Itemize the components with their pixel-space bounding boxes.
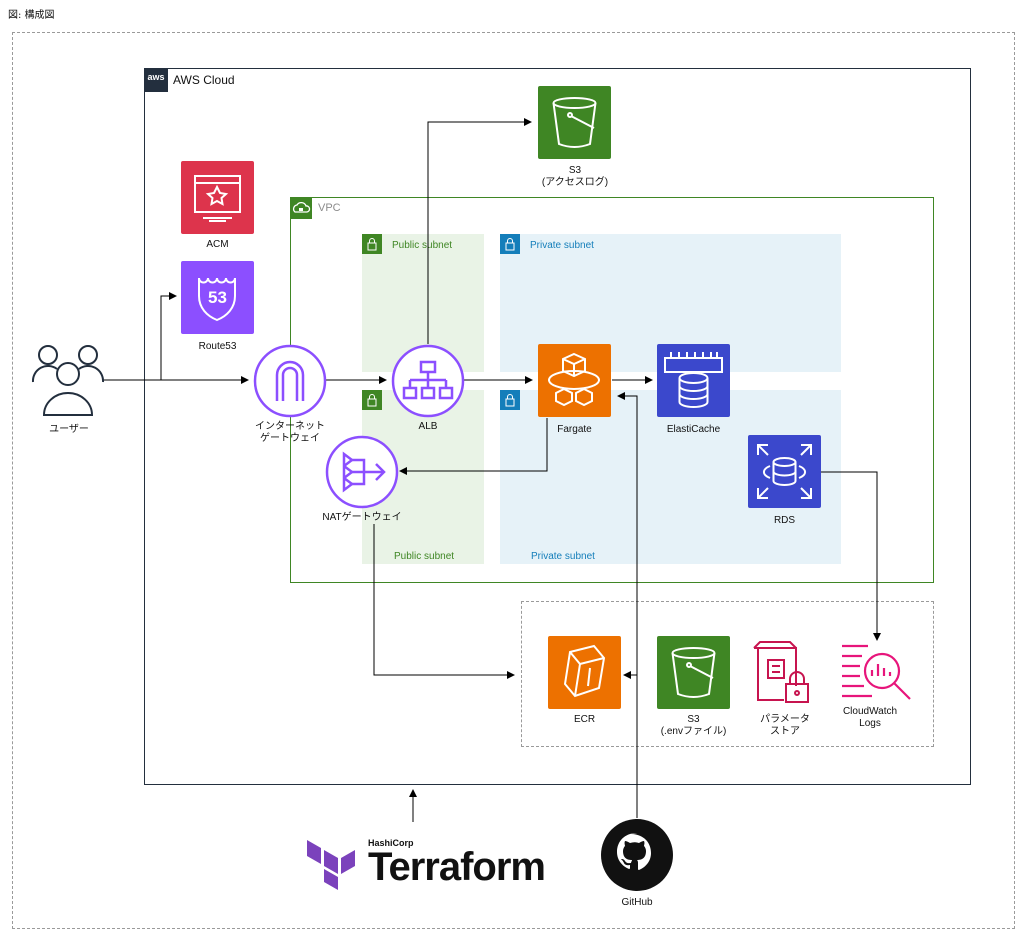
parameter-store-icon bbox=[748, 634, 824, 715]
rds-label: RDS bbox=[773, 515, 796, 526]
lock-icon bbox=[500, 234, 520, 254]
private-subnet-top-label: Private subnet bbox=[530, 240, 594, 251]
nat-gateway-icon bbox=[324, 434, 400, 515]
certificate-icon bbox=[181, 161, 254, 234]
s3-env-label: S3 (.envファイル) bbox=[660, 714, 727, 737]
cloudwatch-logs-label: CloudWatch Logs bbox=[842, 706, 898, 729]
load-balancer-icon bbox=[390, 343, 466, 424]
vpc-cloud-icon bbox=[290, 197, 312, 219]
route53-badge: 53 bbox=[208, 288, 227, 307]
public-subnet-top-label: Public subnet bbox=[392, 240, 453, 251]
elasticache-icon bbox=[657, 344, 730, 417]
lock-icon bbox=[362, 234, 382, 254]
ecr-label: ECR bbox=[573, 714, 596, 725]
lock-icon bbox=[500, 390, 520, 410]
fargate-icon bbox=[538, 344, 611, 417]
managed-services-group bbox=[521, 601, 934, 747]
rds-icon bbox=[748, 435, 821, 508]
terraform-logo-icon bbox=[307, 840, 355, 895]
terraform-name-label: Terraform bbox=[368, 845, 546, 889]
fargate-label: Fargate bbox=[557, 424, 592, 435]
outer-frame bbox=[12, 32, 1015, 929]
aws-logo-icon: aws bbox=[144, 68, 168, 92]
private-subnet-bottom-label: Private subnet bbox=[531, 551, 595, 562]
lock-icon bbox=[362, 390, 382, 410]
alb-label: ALB bbox=[418, 421, 438, 432]
internet-gateway-icon bbox=[252, 343, 328, 424]
container-registry-icon bbox=[548, 636, 621, 709]
bucket-icon bbox=[657, 636, 730, 709]
acm-label: ACM bbox=[206, 239, 229, 250]
s3-logs-label: S3 (アクセスログ) bbox=[541, 165, 609, 188]
parameter-store-label: パラメータ ストア bbox=[760, 714, 810, 737]
aws-cloud-group bbox=[144, 68, 971, 785]
route53-label: Route53 bbox=[198, 341, 237, 352]
user-label: ユーザー bbox=[49, 424, 89, 435]
users-icon bbox=[30, 340, 106, 425]
aws-cloud-label: AWS Cloud bbox=[173, 73, 235, 87]
cloudwatch-logs-icon bbox=[838, 636, 918, 711]
figure-caption: 図: 構成図 bbox=[8, 10, 55, 21]
elasticache-label: ElastiCache bbox=[666, 424, 721, 435]
github-octocat-icon bbox=[600, 818, 674, 897]
public-subnet-bottom-label: Public subnet bbox=[394, 551, 455, 562]
internet-gateway-label: インターネット ゲートウェイ bbox=[255, 421, 325, 444]
nat-gateway-label: NATゲートウェイ bbox=[322, 512, 402, 523]
vpc-label: VPC bbox=[318, 202, 341, 214]
terraform-vendor-label: HashiCorp bbox=[368, 838, 414, 848]
bucket-icon bbox=[538, 86, 611, 159]
github-label: GitHub bbox=[621, 897, 653, 908]
route53-shield-icon: 53 bbox=[181, 261, 254, 334]
